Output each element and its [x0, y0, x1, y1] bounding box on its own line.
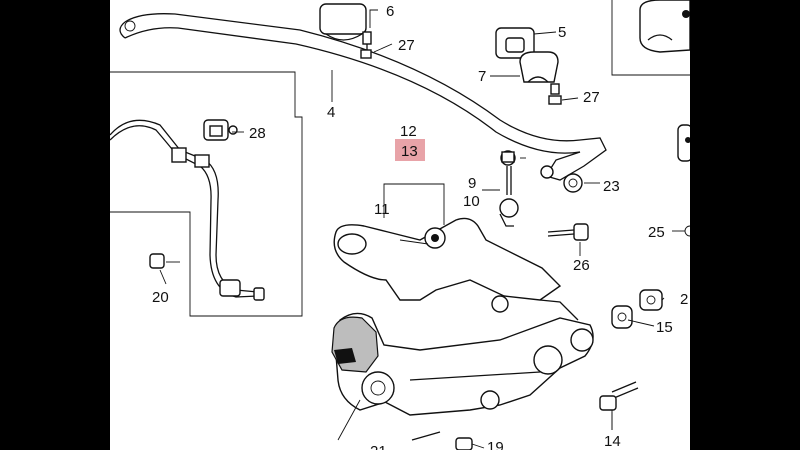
- stabilizer-bar: [119, 13, 607, 181]
- callout-5: 5: [558, 24, 566, 41]
- suspension-parts-diagram: 6 27 5 7 27 4 8 28 12 13 9 10 23 11 25 2…: [110, 0, 690, 450]
- inset-frame-right: [611, 0, 690, 76]
- bolt-26: [547, 223, 589, 241]
- bushing-15: [611, 305, 633, 329]
- inset-frame-left: [110, 71, 303, 317]
- callout-7: 7: [478, 68, 486, 85]
- callout-2x: 2: [680, 291, 688, 308]
- right-edge-bushing: [677, 124, 690, 162]
- nut-2x: [639, 289, 663, 311]
- callout-26: 26: [573, 257, 590, 274]
- callout-6: 6: [386, 3, 394, 20]
- sensor-harness-8: [110, 119, 265, 301]
- callout-11: 11: [374, 201, 390, 218]
- callout-14: 14: [604, 433, 621, 450]
- upper-arm-assembly: [333, 217, 562, 313]
- nut-23: [563, 173, 600, 193]
- callout-12: 12: [400, 123, 417, 140]
- callout-4: 4: [327, 104, 335, 121]
- bolt-14: [599, 381, 639, 430]
- callout-21: 21: [370, 443, 387, 450]
- highlight-box-13: [395, 139, 425, 161]
- parts-diagram-sheet: 6 27 5 7 27 4 8 28 12 13 9 10 23 11 25 2…: [110, 0, 690, 450]
- bolt-19: [411, 431, 473, 450]
- callout-28: 28: [249, 125, 266, 142]
- inset-bracket-right: [639, 0, 690, 53]
- callout-25: 25: [648, 224, 665, 241]
- harness-clip-28: [203, 119, 238, 141]
- callout-13: 13: [401, 143, 418, 160]
- bolt-25: [684, 225, 690, 237]
- callout-27-top: 27: [398, 37, 415, 54]
- callout-27-right: 27: [583, 89, 600, 106]
- knuckle-lower-arm: [331, 299, 594, 416]
- bar-bushing-5: [495, 27, 535, 59]
- leader-lines: [159, 9, 685, 449]
- callout-20: 20: [152, 289, 169, 306]
- bolt-20: [149, 253, 180, 269]
- callout-19: 19: [487, 439, 504, 450]
- bar-bushing-bracket-top: [319, 3, 372, 59]
- callout-10: 10: [463, 193, 480, 210]
- stabilizer-link: [499, 150, 526, 227]
- bar-bracket-7: [519, 51, 562, 105]
- callout-23: 23: [603, 178, 620, 195]
- callout-15: 15: [656, 319, 673, 336]
- callout-9: 9: [468, 175, 476, 192]
